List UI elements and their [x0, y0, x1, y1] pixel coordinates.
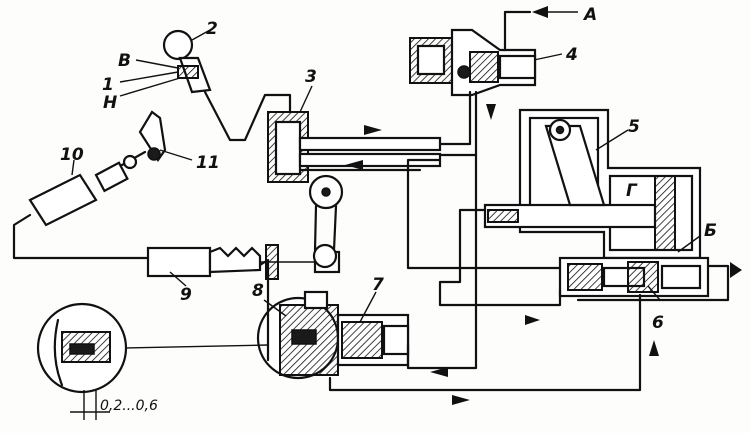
valve-4: [409, 6, 578, 97]
label-10: 10: [60, 145, 84, 165]
label-1: 1: [102, 75, 114, 95]
label-8: 8: [252, 281, 264, 301]
valve-6: [558, 256, 730, 302]
servo-unit-7: [256, 290, 410, 380]
reservoir-10: [28, 150, 147, 227]
label-11: 11: [196, 153, 220, 173]
label-g: Г: [626, 181, 638, 201]
actuator-9: [146, 244, 341, 280]
label-n: Н: [103, 93, 117, 113]
labels: 2 В 1 Н 3 А 4 5 Г Б 6 7 8 9 10 11 0,2...…: [60, 5, 717, 414]
label-v: В: [118, 51, 131, 71]
pedal-11: [138, 110, 167, 162]
cylinder-5: [483, 108, 702, 260]
label-7: 7: [372, 275, 384, 295]
label-b: Б: [704, 221, 717, 241]
detail-inset: [36, 302, 269, 420]
label-4: 4: [565, 45, 578, 65]
label-9: 9: [180, 285, 192, 305]
release-lever: [308, 174, 344, 269]
pipelines: [12, 90, 642, 392]
master-cylinder-3: [267, 111, 442, 183]
label-2: 2: [206, 19, 218, 39]
label-6: 6: [652, 313, 664, 333]
sensor-2: [162, 29, 212, 94]
label-3: 3: [305, 67, 317, 87]
label-a: А: [582, 5, 597, 25]
leader-lines: [71, 29, 701, 323]
dimension-label: 0,2...0,6: [100, 398, 158, 414]
flow-arrows: [345, 104, 742, 405]
label-5: 5: [628, 117, 640, 137]
